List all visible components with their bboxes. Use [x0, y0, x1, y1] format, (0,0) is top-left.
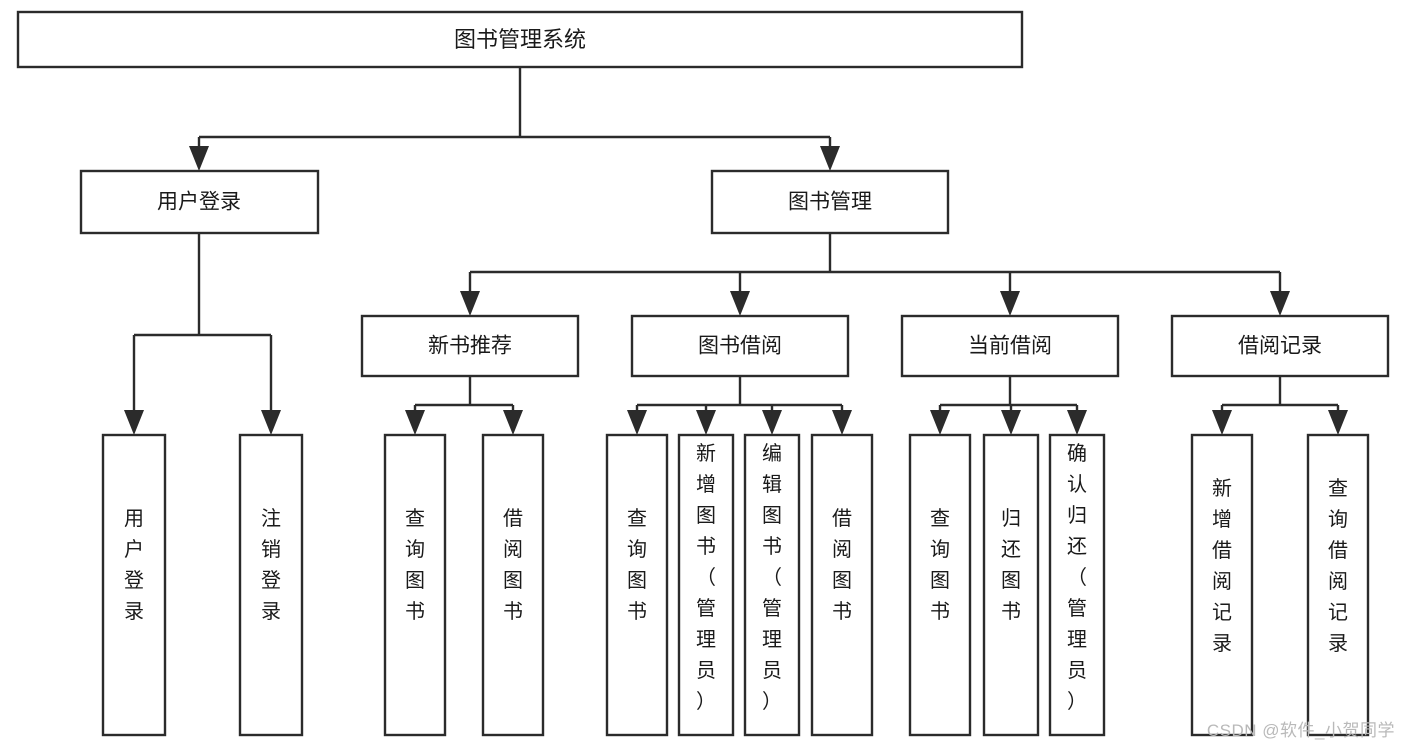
- leaf-node-confirm-return-admin-label: 确认归还（管理员）: [1067, 442, 1087, 713]
- leaf-node-add-book-admin-label: 新增图书（管理员）: [696, 442, 716, 713]
- leaf-node-return-book-box[interactable]: [982, 433, 1040, 737]
- node-current-borrowing-box[interactable]: [900, 314, 1120, 378]
- leaf-node-logout[interactable]: 注销登录: [238, 433, 304, 737]
- arrow-head-leaf-query-book-1: [405, 410, 425, 435]
- node-new-book-recommendation-box[interactable]: [360, 314, 580, 378]
- leaf-node-borrow-book-newbook-label: 借阅图书: [503, 507, 523, 623]
- node-root-box[interactable]: [16, 10, 1024, 69]
- node-root-label: 图书管理系统: [454, 27, 586, 52]
- arrow-head-leaf-borrow-book-2: [832, 410, 852, 435]
- leaf-node-edit-book-admin[interactable]: 编辑图书（管理员）: [743, 433, 801, 737]
- node-current-borrowing[interactable]: 当前借阅: [900, 314, 1120, 378]
- arrow-head-current-borrow: [1000, 291, 1020, 316]
- arrow-head-user-login: [189, 146, 209, 171]
- node-user-login[interactable]: 用户登录: [79, 169, 320, 235]
- node-book-management-label: 图书管理: [788, 191, 872, 214]
- node-borrowing-record-box[interactable]: [1170, 314, 1390, 378]
- leaf-node-return-book[interactable]: 归还图书: [982, 433, 1040, 737]
- connector-layer: [124, 67, 1348, 435]
- leaf-node-edit-book-admin-label: 编辑图书（管理员）: [762, 442, 782, 713]
- arrow-head-leaf-add-book: [696, 410, 716, 435]
- node-book-borrowing[interactable]: 图书借阅: [630, 314, 850, 378]
- node-new-book-recommendation[interactable]: 新书推荐: [360, 314, 580, 378]
- leaf-node-query-book-borrowing[interactable]: 查询图书: [605, 433, 669, 737]
- leaf-node-add-borrow-record-label: 新增借阅记录: [1212, 477, 1232, 655]
- arrow-head-leaf-query-book-2: [627, 410, 647, 435]
- leaf-node-query-book-borrowing-box[interactable]: [605, 433, 669, 737]
- node-book-management[interactable]: 图书管理: [710, 169, 950, 235]
- leaf-node-borrow-book-newbook[interactable]: 借阅图书: [481, 433, 545, 737]
- leaf-node-add-borrow-record[interactable]: 新增借阅记录: [1190, 433, 1254, 737]
- leaf-node-query-book-current-box[interactable]: [908, 433, 972, 737]
- leaf-node-confirm-return-admin[interactable]: 确认归还（管理员）: [1048, 433, 1106, 737]
- leaf-node-query-book-borrowing-label: 查询图书: [627, 507, 647, 623]
- arrow-head-leaf-borrow-book-1: [503, 410, 523, 435]
- arrow-head-leaf-confirm-return: [1067, 410, 1087, 435]
- arrow-head-book-mgmt: [820, 146, 840, 171]
- leaf-node-add-book-admin-box[interactable]: [677, 433, 735, 737]
- node-root[interactable]: 图书管理系统: [16, 10, 1024, 69]
- arrow-head-leaf-edit-book: [762, 410, 782, 435]
- node-book-borrowing-label: 图书借阅: [698, 335, 782, 358]
- arrow-head-leaf-query-book-3: [930, 410, 950, 435]
- node-user-login-box[interactable]: [79, 169, 320, 235]
- leaf-node-user-login[interactable]: 用户登录: [101, 433, 167, 737]
- leaf-node-add-book-admin[interactable]: 新增图书（管理员）: [677, 433, 735, 737]
- node-book-borrowing-box[interactable]: [630, 314, 850, 378]
- leaf-node-query-borrow-record[interactable]: 查询借阅记录: [1306, 433, 1370, 737]
- leaf-node-logout-box[interactable]: [238, 433, 304, 737]
- node-current-borrowing-label: 当前借阅: [968, 335, 1052, 358]
- leaf-node-borrow-book-borrowing-label: 借阅图书: [832, 507, 852, 623]
- leaf-node-query-book-current-label: 查询图书: [930, 507, 950, 623]
- leaf-node-query-borrow-record-box[interactable]: [1306, 433, 1370, 737]
- arrow-head-leaf-logout: [261, 410, 281, 435]
- leaf-node-query-book-newbook-box[interactable]: [383, 433, 447, 737]
- leaf-node-query-book-newbook[interactable]: 查询图书: [383, 433, 447, 737]
- leaf-node-add-borrow-record-box[interactable]: [1190, 433, 1254, 737]
- leaf-node-return-book-label: 归还图书: [1001, 507, 1021, 623]
- leaf-node-logout-label: 注销登录: [261, 507, 281, 623]
- node-user-login-label: 用户登录: [157, 191, 241, 214]
- arrow-head-leaf-add-record: [1212, 410, 1232, 435]
- leaf-node-borrow-book-newbook-box[interactable]: [481, 433, 545, 737]
- node-new-book-recommendation-label: 新书推荐: [428, 335, 512, 358]
- leaf-node-edit-book-admin-box[interactable]: [743, 433, 801, 737]
- arrow-head-book-borrow: [730, 291, 750, 316]
- node-book-management-box[interactable]: [710, 169, 950, 235]
- leaf-node-query-book-newbook-label: 查询图书: [405, 507, 425, 623]
- node-borrowing-record-label: 借阅记录: [1238, 335, 1322, 358]
- leaf-node-user-login-label: 用户登录: [124, 508, 144, 623]
- leaf-node-user-login-box[interactable]: [101, 433, 167, 737]
- leaf-node-borrow-book-borrowing[interactable]: 借阅图书: [810, 433, 874, 737]
- leaf-node-query-book-current[interactable]: 查询图书: [908, 433, 972, 737]
- arrow-head-leaf-user-login: [124, 410, 144, 435]
- arrow-head-leaf-query-record: [1328, 410, 1348, 435]
- leaf-node-query-borrow-record-label: 查询借阅记录: [1328, 477, 1348, 655]
- arrow-head-leaf-return-book: [1001, 410, 1021, 435]
- leaf-node-borrow-book-borrowing-box[interactable]: [810, 433, 874, 737]
- leaf-node-confirm-return-admin-box[interactable]: [1048, 433, 1106, 737]
- csdn-watermark: CSDN @软件_小贺同学: [1206, 721, 1395, 740]
- node-borrowing-record[interactable]: 借阅记录: [1170, 314, 1390, 378]
- arrow-head-new-book-rec: [460, 291, 480, 316]
- arrow-head-borrow-record: [1270, 291, 1290, 316]
